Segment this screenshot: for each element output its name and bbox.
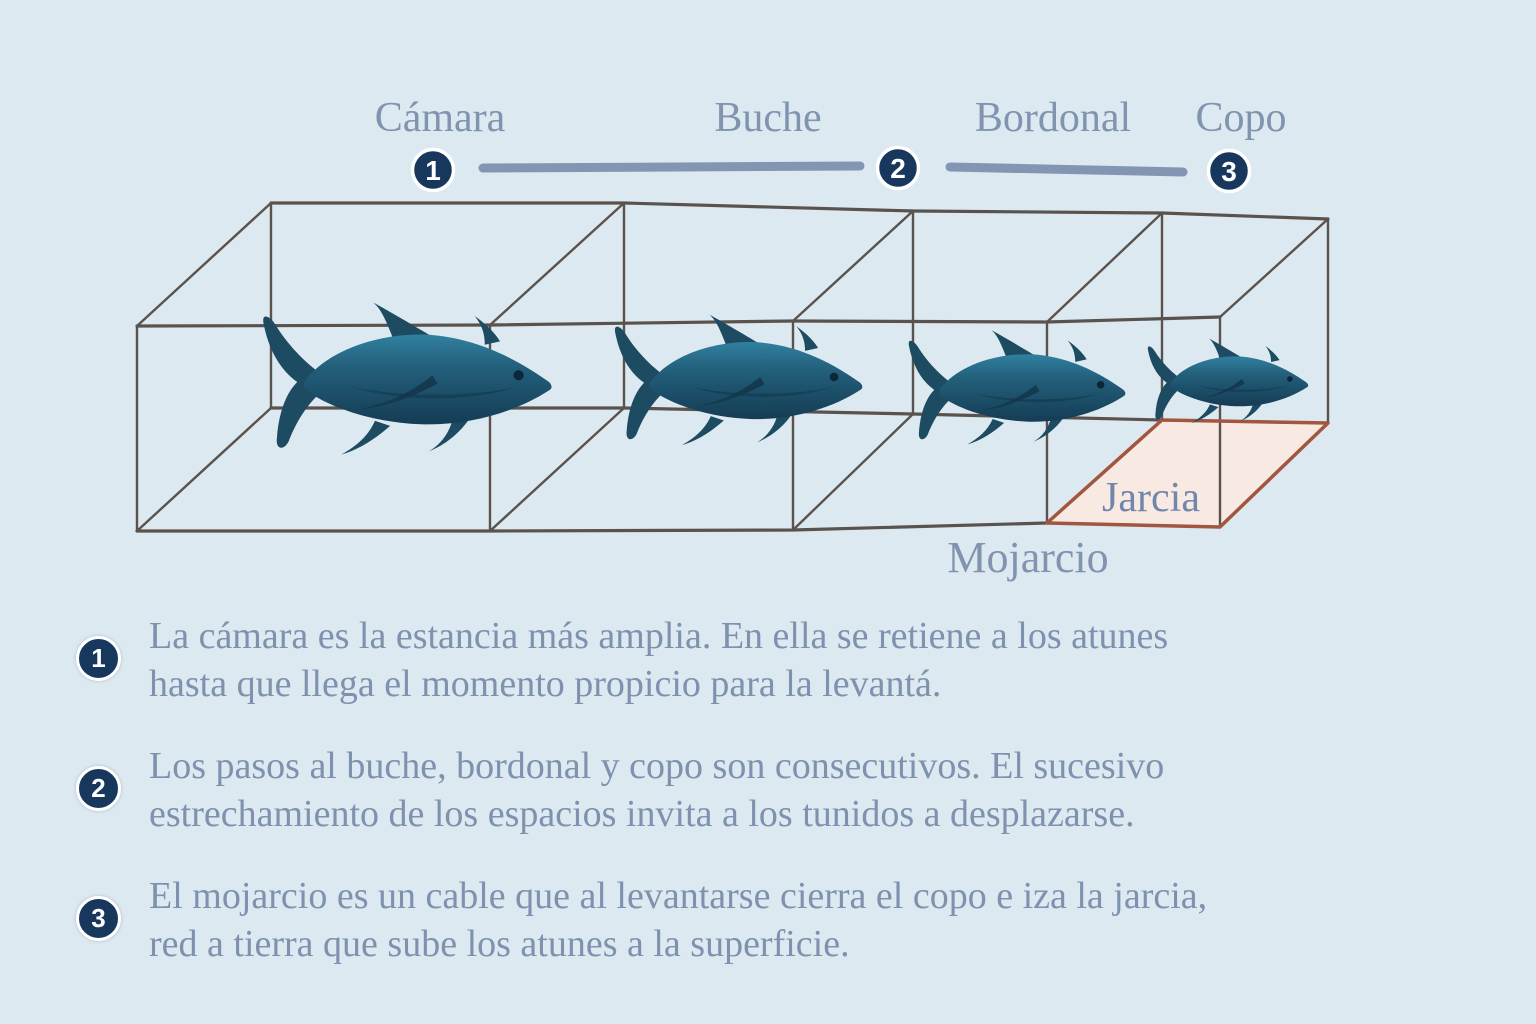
note-2-text: Los pasos al buche, bordonal y copo son … xyxy=(149,742,1164,838)
note-3-line-1: El mojarcio es un cable que al levantars… xyxy=(149,875,1208,917)
chamber-labels: Cámara Buche Bordonal Copo xyxy=(375,95,1287,141)
marker-3: 3 xyxy=(1206,148,1252,194)
connector-line-2-3 xyxy=(945,162,1188,177)
jarcia-label: Jarcia xyxy=(1102,475,1200,521)
net-wireframe xyxy=(135,201,1330,533)
label-bordonal: Bordonal xyxy=(975,95,1131,141)
note-1-line-2: hasta que llega el momento propicio para… xyxy=(149,663,942,705)
note-3-text: El mojarcio es un cable que al levantars… xyxy=(149,872,1207,968)
note-1-badge: 1 xyxy=(76,636,121,681)
tuna-in-buche xyxy=(614,314,863,446)
tuna-in-copo xyxy=(1147,338,1309,424)
marker-2: 2 xyxy=(875,145,921,191)
jarcia-floor-fill xyxy=(1047,420,1328,527)
note-2-badge: 2 xyxy=(76,766,121,811)
mojarcio-label: Mojarcio xyxy=(947,533,1108,582)
marker-2-number: 2 xyxy=(890,153,906,184)
note-2-line-2: estrechamiento de los espacios invita a … xyxy=(149,793,1135,835)
note-3-badge: 3 xyxy=(76,896,121,941)
note-1-text: La cámara es la estancia más amplia. En … xyxy=(149,612,1168,708)
label-camara: Cámara xyxy=(375,95,506,141)
note-2: 2 Los pasos al buche, bordonal y copo so… xyxy=(76,742,1164,838)
trap-diagram: Cámara Buche Bordonal Copo 1 2 3 xyxy=(135,95,1330,582)
note-1: 1 La cámara es la estancia más amplia. E… xyxy=(76,612,1168,708)
note-3: 3 El mojarcio es un cable que al levanta… xyxy=(76,872,1207,968)
jarcia-floor-outline xyxy=(1045,418,1330,529)
note-2-line-1: Los pasos al buche, bordonal y copo son … xyxy=(149,745,1165,787)
marker-1: 1 xyxy=(410,147,456,193)
label-buche: Buche xyxy=(714,95,821,141)
tuna-in-bordonal xyxy=(908,330,1126,445)
note-1-line-1: La cámara es la estancia más amplia. En … xyxy=(149,615,1169,657)
marker-1-number: 1 xyxy=(425,155,441,186)
connector-line-1-2 xyxy=(478,161,865,173)
label-copo: Copo xyxy=(1195,95,1286,141)
note-3-line-2: red a tierra que sube los atunes a la su… xyxy=(149,923,850,965)
marker-3-number: 3 xyxy=(1221,156,1237,187)
